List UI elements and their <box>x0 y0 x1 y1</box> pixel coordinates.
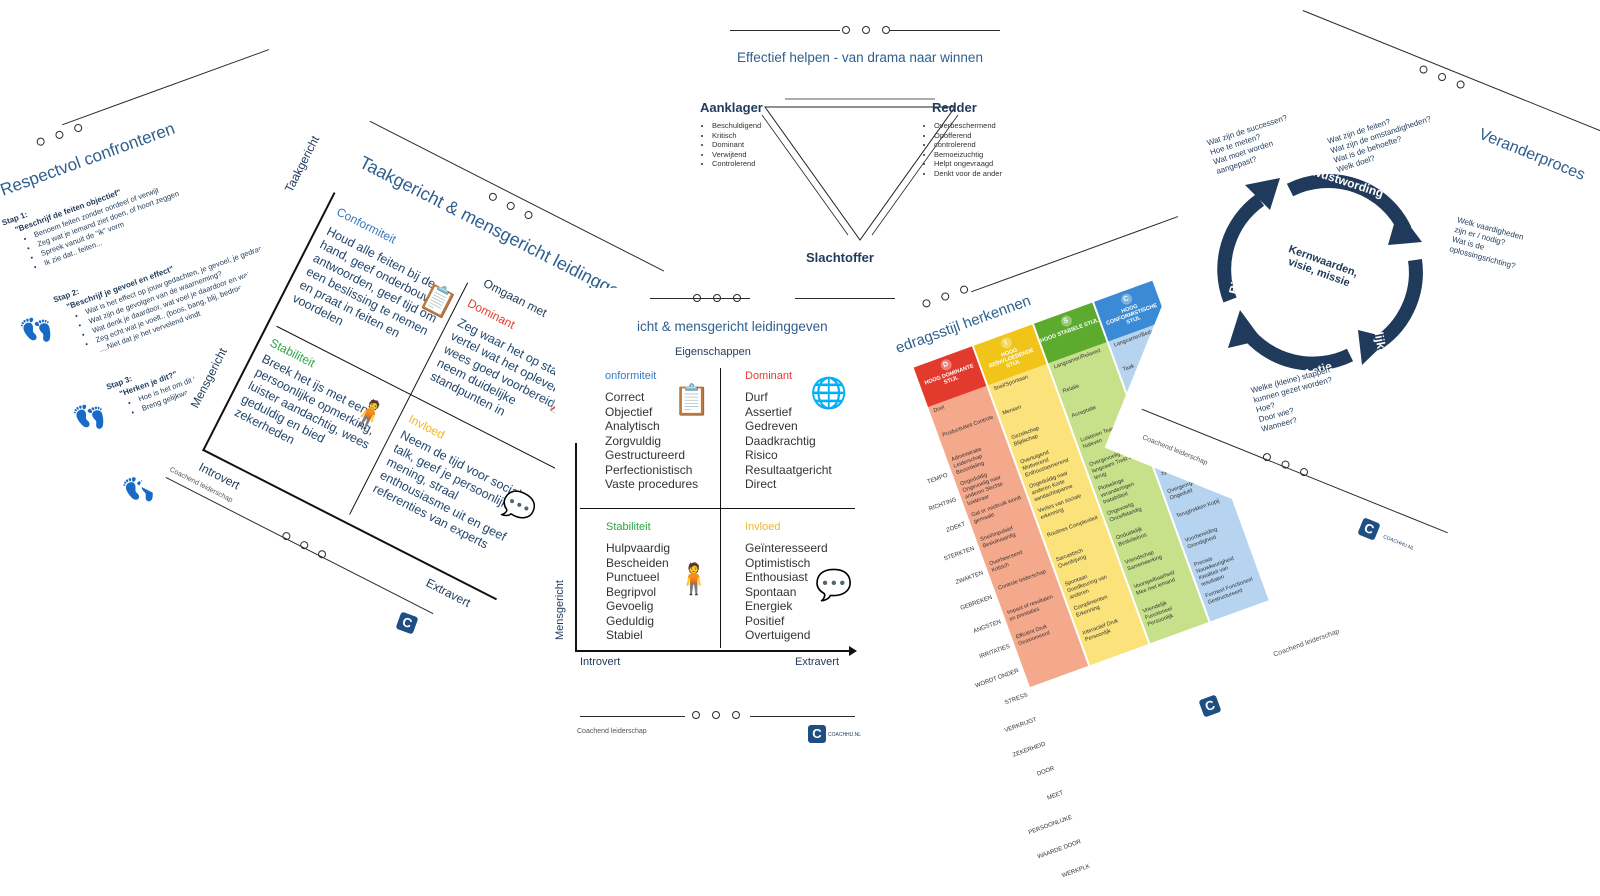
sheet-eigenschappen: icht & mensgericht leidinggeven Eigensch… <box>554 288 895 768</box>
role-name: Aanklager <box>700 100 763 115</box>
role-name: Redder <box>932 100 977 115</box>
axis-label-extravert: Extravert <box>795 656 840 668</box>
sheet-drama-triangle: Effectief helpen - van drama naar winnen… <box>690 0 1030 290</box>
page-title: icht & mensgericht leidinggeven <box>637 319 828 334</box>
balance-person-icon: 🧍 <box>675 563 713 596</box>
quadrant-title: Stabiliteit <box>606 521 651 533</box>
coachhu-logo: C <box>808 725 826 743</box>
page-title: Veranderproces <box>1476 125 1588 184</box>
change-cycle-diagram <box>1217 174 1423 371</box>
footer-text: Coachend leiderschap <box>577 728 647 735</box>
drama-triangle <box>761 98 959 241</box>
footprints-icon: 👣 <box>16 310 58 350</box>
footer-text: Coachend leiderschap <box>1272 628 1341 659</box>
axis-label-extravert: Extravert <box>423 575 473 610</box>
footprints-icon: 👣 <box>0 231 6 271</box>
page-title: Effectief helpen - van drama naar winnen <box>737 50 983 65</box>
quadrant-title: Invloed <box>745 521 781 533</box>
quadrant-title: Dominant <box>745 370 793 382</box>
quadrant-title: onformiteit <box>605 370 657 382</box>
quadrant-invloed: Invloed Neem de tijd voor social talk, g… <box>370 412 546 563</box>
footprints-icon: 👣 <box>69 397 111 438</box>
page-subtitle: Eigenschappen <box>675 346 751 358</box>
logo-text: COACHHU.NL <box>828 732 862 738</box>
axis-label-left: Mensgericht <box>554 580 566 640</box>
axis-label-introvert: Introvert <box>580 656 621 668</box>
checklist-person-icon: 📋 <box>673 384 711 417</box>
role-aanklager: Aanklager Beschuldigend Kritisch Dominan… <box>700 100 795 169</box>
chat-heart-icon: 💬 <box>815 569 853 602</box>
role-redder: Redder Overbeschermend Opofferend contro… <box>922 100 1032 178</box>
globe-chart-icon: 🌐 <box>810 377 848 410</box>
role-slachtoffer: Slachtoffer <box>806 250 874 265</box>
